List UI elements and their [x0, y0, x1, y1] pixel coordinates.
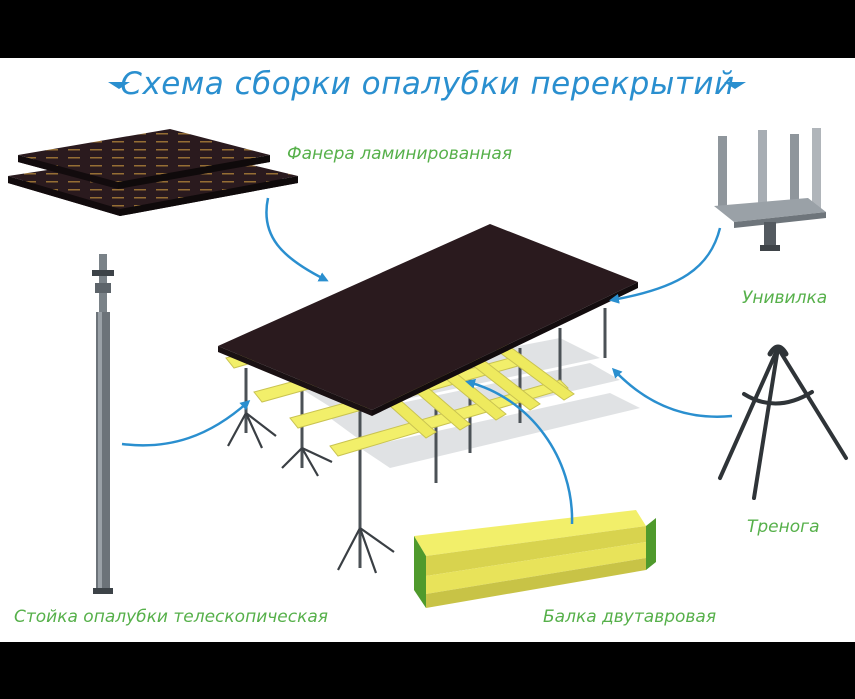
i-beam-part: [414, 510, 656, 608]
label-plywood: Фанера ламинированная: [287, 144, 513, 164]
plywood-sheets: [8, 129, 298, 216]
plywood-deck: [218, 224, 638, 416]
assembly-props: [244, 308, 607, 568]
label-tripod: Тренога: [747, 517, 820, 537]
arrow-i-beam: [465, 378, 574, 525]
down-triangle-icon: [724, 82, 746, 89]
page-title: Схема сборки опалубки перекрытий: [120, 66, 735, 102]
diagram-canvas: Схема сборки опалубки перекрытий: [0, 58, 855, 642]
formwork-illustration: [8, 128, 848, 608]
pointer-arrows: [121, 197, 733, 525]
tripod-part: [718, 344, 848, 500]
label-fork-head: Унивилка: [742, 288, 828, 308]
fork-head-part: [714, 128, 826, 251]
arrow-tripod: [611, 367, 733, 418]
title-row: Схема сборки опалубки перекрытий: [0, 66, 855, 106]
arrow-plywood: [265, 197, 329, 282]
arrow-fork-head: [609, 227, 722, 304]
assembly-tripods: [227, 412, 395, 574]
down-triangle-icon: [108, 82, 130, 89]
label-i-beam: Балка двутавровая: [543, 607, 717, 627]
label-telescopic-prop: Стойка опалубки телескопическая: [14, 607, 329, 627]
arrow-prop: [121, 400, 251, 447]
telescopic-prop-part: [92, 254, 114, 594]
